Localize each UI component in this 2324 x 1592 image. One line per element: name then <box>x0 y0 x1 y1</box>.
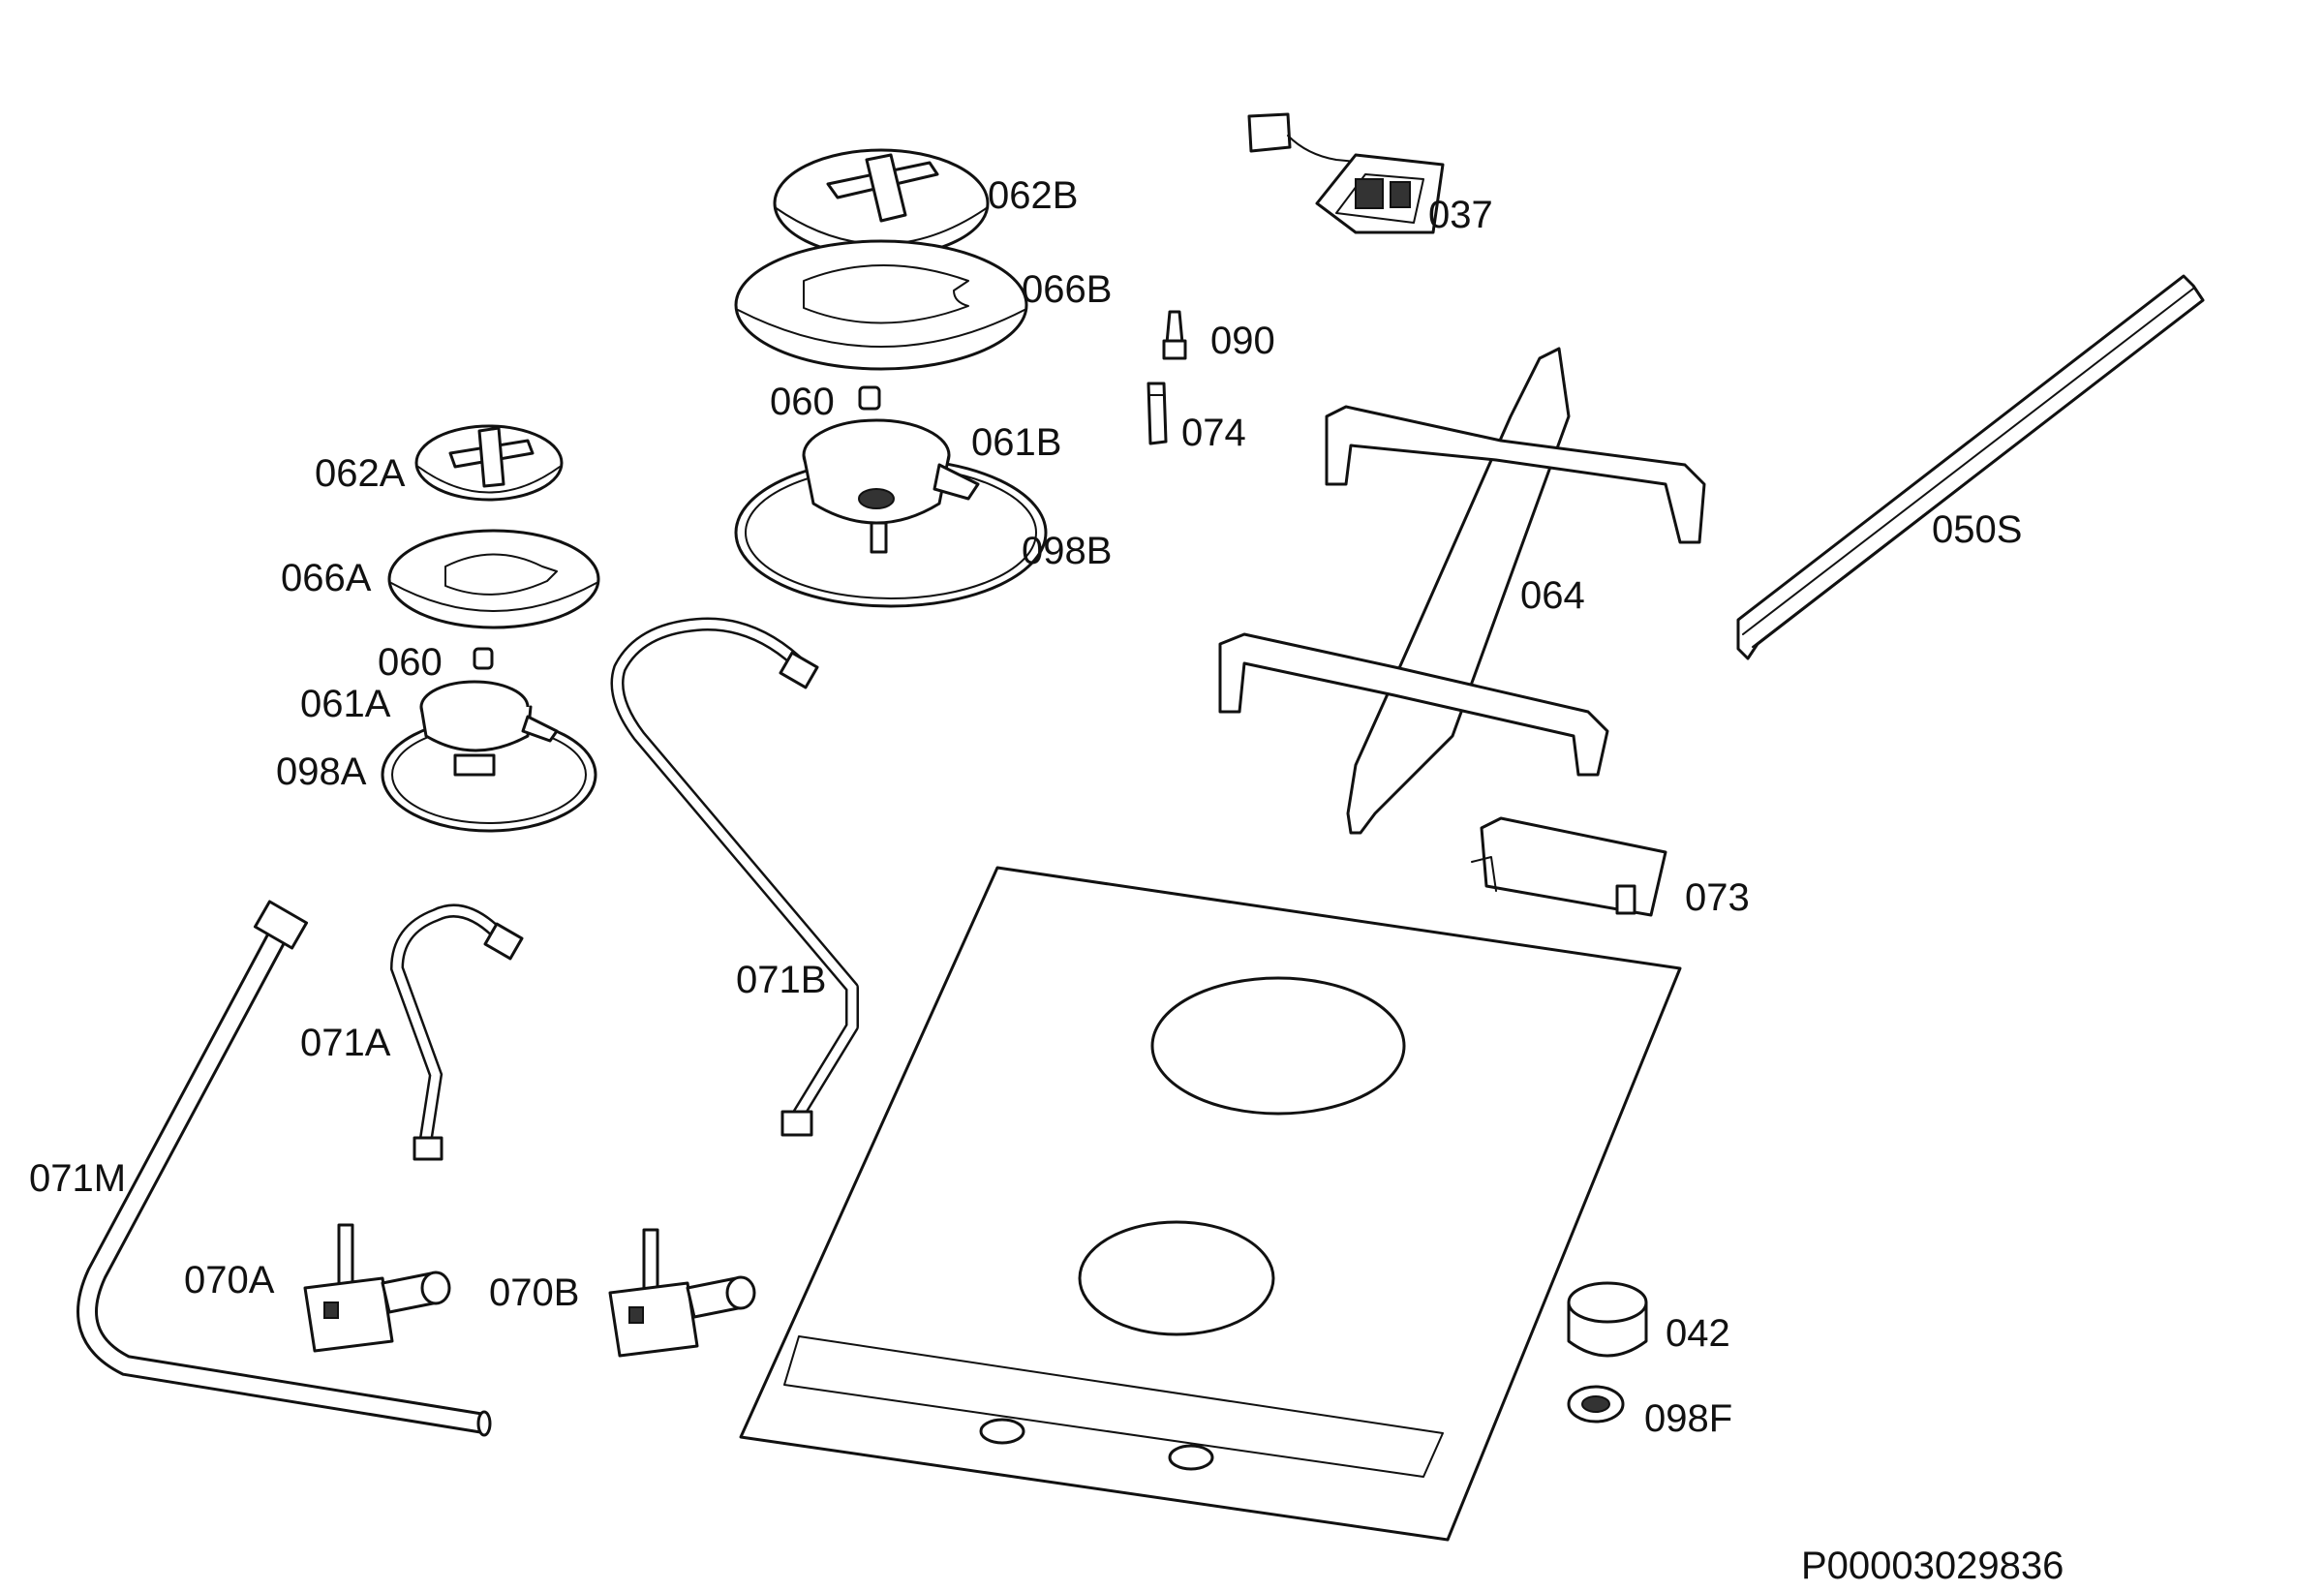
label-098B: 098B <box>1022 530 1112 572</box>
label-061B: 061B <box>971 421 1061 464</box>
part-071B-gas-pipe <box>610 617 859 1137</box>
label-066A: 066A <box>281 557 372 599</box>
label-071B: 071B <box>736 959 826 1001</box>
part-062A-burner-cap <box>414 424 564 502</box>
label-064: 064 <box>1520 574 1585 617</box>
label-090: 090 <box>1210 320 1275 362</box>
drawing-id: P00003029836 <box>1801 1545 2064 1587</box>
label-037: 037 <box>1428 194 1493 236</box>
label-050S: 050S <box>1932 508 2022 551</box>
part-060-injector-lower <box>473 647 494 670</box>
label-066B: 066B <box>1022 268 1112 311</box>
label-060-top: 060 <box>770 381 835 423</box>
label-062B: 062B <box>988 174 1078 217</box>
label-070B: 070B <box>489 1271 579 1314</box>
part-042-knob <box>1567 1281 1648 1358</box>
part-061A-burner-body <box>419 680 559 777</box>
label-098F: 098F <box>1644 1397 1732 1440</box>
part-090-electrode <box>1162 310 1187 360</box>
label-042: 042 <box>1666 1312 1730 1355</box>
part-074-electrode <box>1147 382 1168 445</box>
part-hob-top-plate <box>739 866 1682 1542</box>
label-098A: 098A <box>276 750 367 793</box>
label-062A: 062A <box>315 452 406 495</box>
label-073: 073 <box>1685 876 1750 919</box>
part-071A-gas-pipe <box>389 903 524 1161</box>
part-064-pan-support <box>1218 347 1706 835</box>
label-071M: 071M <box>29 1157 126 1200</box>
part-037-ignition-module <box>1247 112 1445 234</box>
label-060-lower: 060 <box>378 641 443 684</box>
label-074: 074 <box>1181 412 1246 454</box>
part-050S-rail <box>1736 274 2205 660</box>
part-061B-burner-body <box>802 418 980 554</box>
part-066A-spillage-ring <box>387 529 600 629</box>
part-071M-hose <box>76 900 492 1437</box>
part-066B-spillage-ring <box>734 239 1028 371</box>
part-060-injector-top <box>858 385 881 411</box>
label-070A: 070A <box>184 1259 275 1301</box>
label-061A: 061A <box>300 683 391 725</box>
part-098F-seal <box>1567 1385 1625 1424</box>
part-070B-gas-valve <box>608 1228 756 1358</box>
part-062B-burner-cap <box>773 148 990 259</box>
part-073-cover <box>1471 816 1667 917</box>
part-070A-gas-valve <box>303 1223 451 1353</box>
label-071A: 071A <box>300 1022 391 1064</box>
